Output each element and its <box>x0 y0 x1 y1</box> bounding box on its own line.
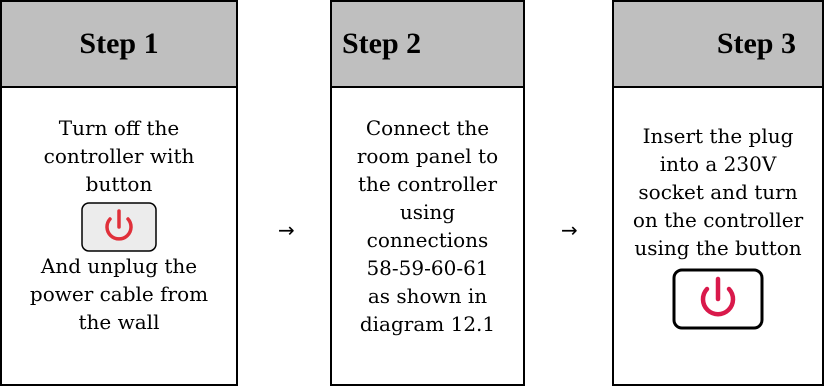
step-3-header: Step 3 <box>614 2 822 88</box>
step-2-body: Connect the room panel to the controller… <box>332 88 523 338</box>
step-1-header: Step 1 <box>2 2 236 88</box>
step-2-line: 58-59-60-61 <box>366 256 489 280</box>
step-2-line: using <box>399 200 456 224</box>
step-3-line: Insert the plug <box>642 124 794 148</box>
step-1-line: Turn off the <box>58 116 180 140</box>
step-2-line: the controller <box>357 172 498 196</box>
arrow-right-icon: → <box>561 218 578 242</box>
step-3-line: using the button <box>634 236 802 260</box>
step-2-line: diagram 12.1 <box>359 312 496 336</box>
step-2-line: connections <box>366 228 489 252</box>
step-1-line: And unplug the <box>40 254 198 278</box>
step-1-line: power cable from <box>29 282 209 306</box>
power-button-icon <box>614 268 822 330</box>
step-3-box: Step 3 Insert the plug into a 230V socke… <box>612 0 824 386</box>
step-2-header: Step 2 <box>332 2 523 88</box>
step-3-line: into a 230V <box>659 152 777 176</box>
arrow-right-icon: → <box>278 218 295 242</box>
step-2-box: Step 2 Connect the room panel to the con… <box>330 0 525 386</box>
step-2-line: Connect the <box>365 116 490 140</box>
step-2-line: as shown in <box>367 284 488 308</box>
step-3-line: socket and turn <box>638 180 798 204</box>
step-3-title: Step 3 <box>716 27 796 60</box>
step-1-box: Step 1 Turn off the controller with butt… <box>0 0 238 386</box>
step-1-line: controller with <box>43 144 195 168</box>
step-1-body: Turn off the controller with button And … <box>2 88 236 336</box>
step-1-line: the wall <box>78 310 160 334</box>
step-3-body: Insert the plug into a 230V socket and t… <box>614 88 822 330</box>
step-3-line: on the controller <box>632 208 804 232</box>
step-1-title: Step 1 <box>79 27 159 60</box>
step-2-title: Step 2 <box>342 27 422 60</box>
step-1-line: button <box>85 172 153 196</box>
power-button-icon <box>2 202 236 252</box>
step-2-line: room panel to <box>356 144 499 168</box>
